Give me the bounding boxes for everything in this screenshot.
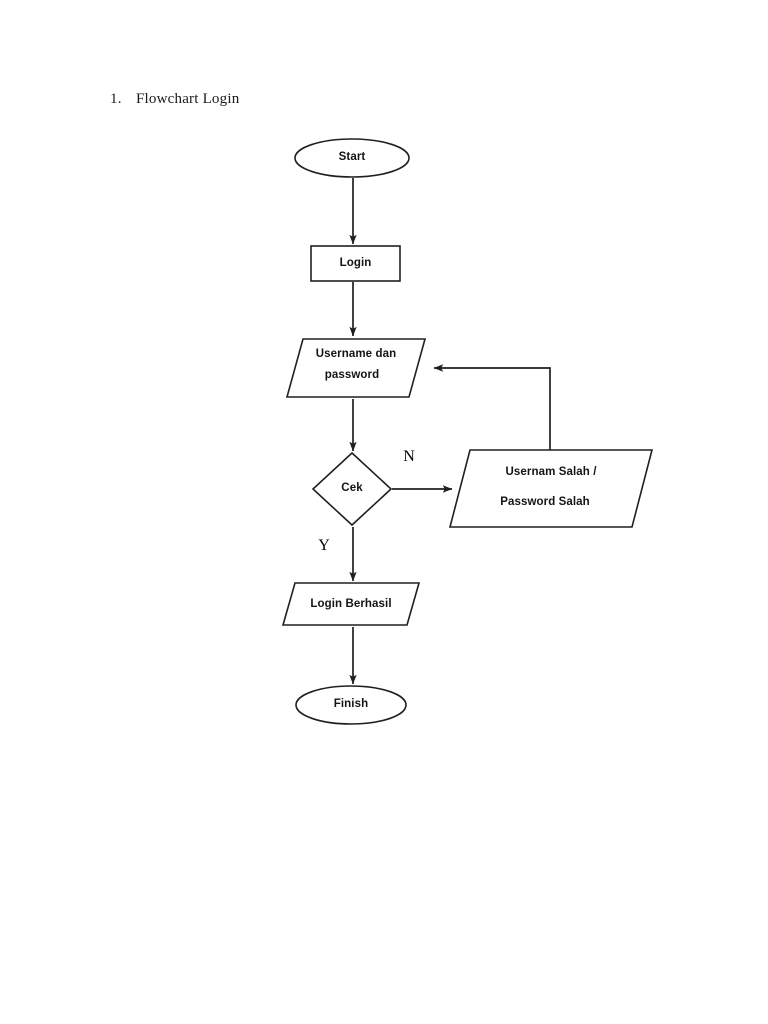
node-finish [295, 685, 407, 725]
node-login [310, 245, 401, 282]
node-username-password [285, 338, 427, 398]
page-title: 1. Flowchart Login [110, 91, 239, 108]
node-login-berhasil [281, 582, 421, 626]
branch-label-yes: Y [318, 537, 330, 554]
edge-error-to-input-loop [433, 364, 551, 450]
heading-number: 1. [110, 91, 122, 107]
node-cek-decision [311, 451, 393, 527]
node-start [294, 138, 410, 178]
node-error-message [448, 449, 654, 528]
branch-label-no: N [403, 448, 415, 465]
heading-text: Flowchart Login [136, 91, 240, 107]
